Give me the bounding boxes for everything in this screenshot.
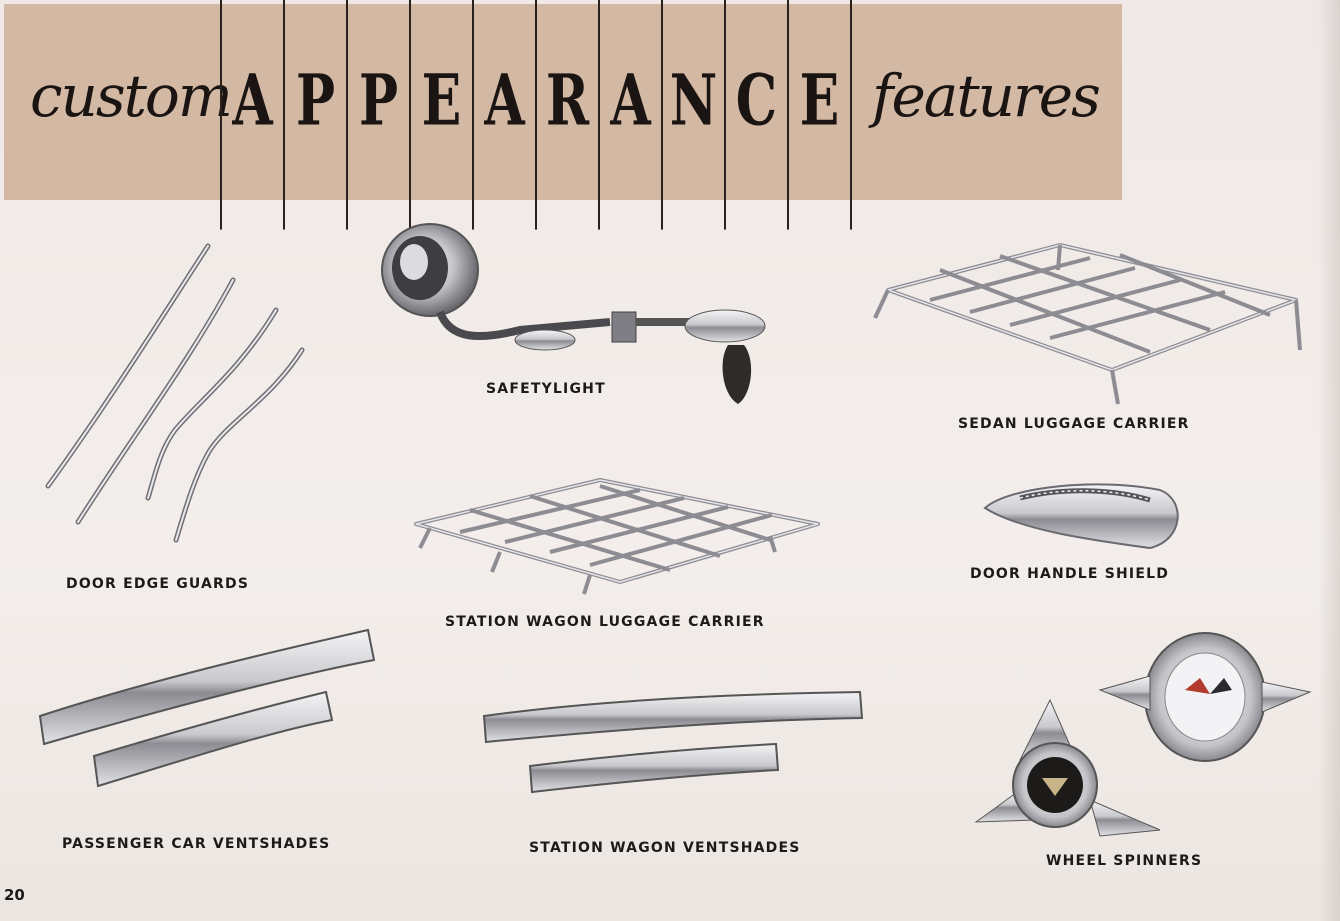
wheel-spinners-image <box>974 632 1312 837</box>
station-wagon-ventshades-image <box>482 690 864 794</box>
page-gutter-shadow <box>1318 0 1340 921</box>
station-wagon-luggage-carrier-image <box>414 478 820 595</box>
label-door-edge-guards: DOOR EDGE GUARDS <box>66 576 250 592</box>
passenger-car-ventshades-image <box>38 628 376 788</box>
door-edge-guards-image <box>45 243 305 543</box>
header-banner <box>4 4 1122 200</box>
letter-box: C <box>724 0 787 230</box>
letter-box: P <box>283 0 346 230</box>
letter-box: E <box>787 0 852 230</box>
label-safetylight: SAFETYLIGHT <box>486 381 606 397</box>
letter-box: E <box>409 0 472 230</box>
letter-box: A <box>472 0 535 230</box>
label-door-handle-shield: DOOR HANDLE SHIELD <box>970 566 1170 582</box>
appearance-letter-boxes: A P P E A R A N C E <box>220 0 852 230</box>
label-station-wagon-ventshades: STATION WAGON VENTSHADES <box>529 840 801 856</box>
door-handle-shield-image <box>983 483 1179 550</box>
letter-box: R <box>535 0 598 230</box>
letter-box: P <box>346 0 409 230</box>
label-passenger-car-ventshades: PASSENGER CAR VENTSHADES <box>62 836 331 852</box>
page-number: 20 <box>4 886 25 904</box>
banner-word-features: features <box>872 62 1101 130</box>
banner-word-custom: custom <box>30 62 233 130</box>
label-sedan-luggage-carrier: SEDAN LUGGAGE CARRIER <box>958 416 1190 432</box>
letter-box: A <box>598 0 661 230</box>
label-station-wagon-luggage-carrier: STATION WAGON LUGGAGE CARRIER <box>445 614 765 630</box>
letter-box: A <box>220 0 283 230</box>
letter-box: N <box>661 0 724 230</box>
label-wheel-spinners: WHEEL SPINNERS <box>1046 853 1203 869</box>
safetylight-image <box>381 223 766 404</box>
sedan-luggage-carrier-image <box>873 243 1302 405</box>
